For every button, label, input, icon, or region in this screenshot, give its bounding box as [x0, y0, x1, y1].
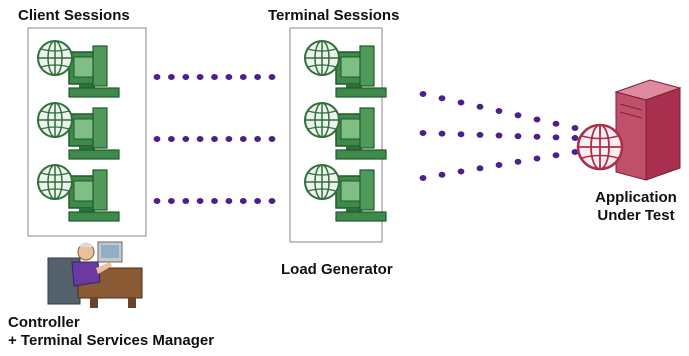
- connection-dot: [495, 162, 503, 168]
- connection-dot: [552, 134, 560, 141]
- connection-dot: [153, 198, 161, 204]
- connection-dot: [254, 74, 261, 80]
- connection-dot: [514, 133, 522, 140]
- connection-dot: [182, 136, 190, 142]
- controller-label-line1: Controller: [8, 314, 80, 331]
- connection-dot: [168, 198, 175, 204]
- client-terminal-link-2: [153, 136, 276, 142]
- client-sessions-panel: [27, 27, 147, 237]
- connection-dot: [552, 120, 560, 127]
- connection-dot: [196, 74, 204, 80]
- connection-dot: [571, 135, 579, 141]
- connection-dot: [211, 74, 218, 80]
- terminal-app-link-1: [419, 91, 579, 131]
- connection-dot: [571, 125, 579, 131]
- connection-dot: [225, 74, 233, 80]
- connection-dot: [168, 74, 175, 80]
- application-label-line1: Application: [595, 189, 677, 206]
- application-under-test-label: Application Under Test: [583, 189, 689, 225]
- connection-dot: [254, 198, 261, 204]
- connection-dot: [495, 108, 503, 114]
- client-sessions-label: Client Sessions: [18, 7, 130, 24]
- connection-dot: [239, 136, 247, 142]
- application-label-line2: Under Test: [597, 207, 675, 224]
- terminal-sessions-panel: [289, 27, 387, 243]
- load-generator-label: Load Generator: [281, 261, 393, 278]
- connection-dot: [153, 74, 161, 80]
- connection-dot: [495, 132, 503, 139]
- connection-dot: [182, 198, 190, 204]
- connection-dot: [514, 158, 522, 165]
- connection-dot: [552, 152, 560, 159]
- connection-dot: [182, 74, 190, 80]
- connection-dot: [457, 131, 465, 138]
- connection-dot: [254, 136, 261, 142]
- connection-dot: [457, 168, 465, 175]
- connection-dot: [268, 136, 276, 142]
- connection-dot: [225, 136, 233, 142]
- connection-dot: [153, 136, 161, 142]
- connection-dot: [268, 74, 276, 80]
- client-terminal-link-3: [153, 198, 276, 204]
- connection-dot: [419, 130, 427, 136]
- terminal-app-link-3: [419, 149, 579, 181]
- connection-dot: [211, 198, 218, 204]
- connection-dot: [268, 198, 276, 204]
- person-at-desk-icon: [47, 241, 143, 308]
- connection-dot: [419, 91, 427, 97]
- connection-dot: [239, 198, 247, 204]
- connection-dot: [438, 130, 446, 137]
- connection-dot: [476, 103, 484, 110]
- server-icon: [614, 79, 682, 181]
- connection-dot: [514, 112, 522, 119]
- connection-dot: [571, 149, 579, 155]
- controller-label-line2: + Terminal Services Manager: [8, 332, 215, 349]
- connection-dot: [196, 136, 204, 142]
- connection-dot: [476, 131, 484, 138]
- globe-icon: [576, 123, 624, 171]
- connection-dot: [225, 198, 233, 204]
- connection-dot: [533, 133, 541, 140]
- connection-dot: [438, 95, 446, 102]
- connection-dot: [476, 165, 484, 172]
- connection-dots: [153, 74, 579, 204]
- terminal-sessions-label: Terminal Sessions: [268, 7, 400, 24]
- connection-dot: [533, 155, 541, 162]
- connection-dot: [168, 136, 175, 142]
- connection-dot: [196, 198, 204, 204]
- connection-dot: [533, 116, 541, 123]
- terminal-app-link-2: [419, 130, 579, 141]
- controller-label: Controller + Terminal Services Manager: [8, 314, 214, 350]
- client-terminal-link-1: [153, 74, 276, 80]
- connection-dot: [239, 74, 247, 80]
- connection-dot: [419, 175, 427, 181]
- connection-dot: [211, 136, 218, 142]
- connection-dot: [438, 171, 446, 178]
- connection-dot: [457, 99, 465, 106]
